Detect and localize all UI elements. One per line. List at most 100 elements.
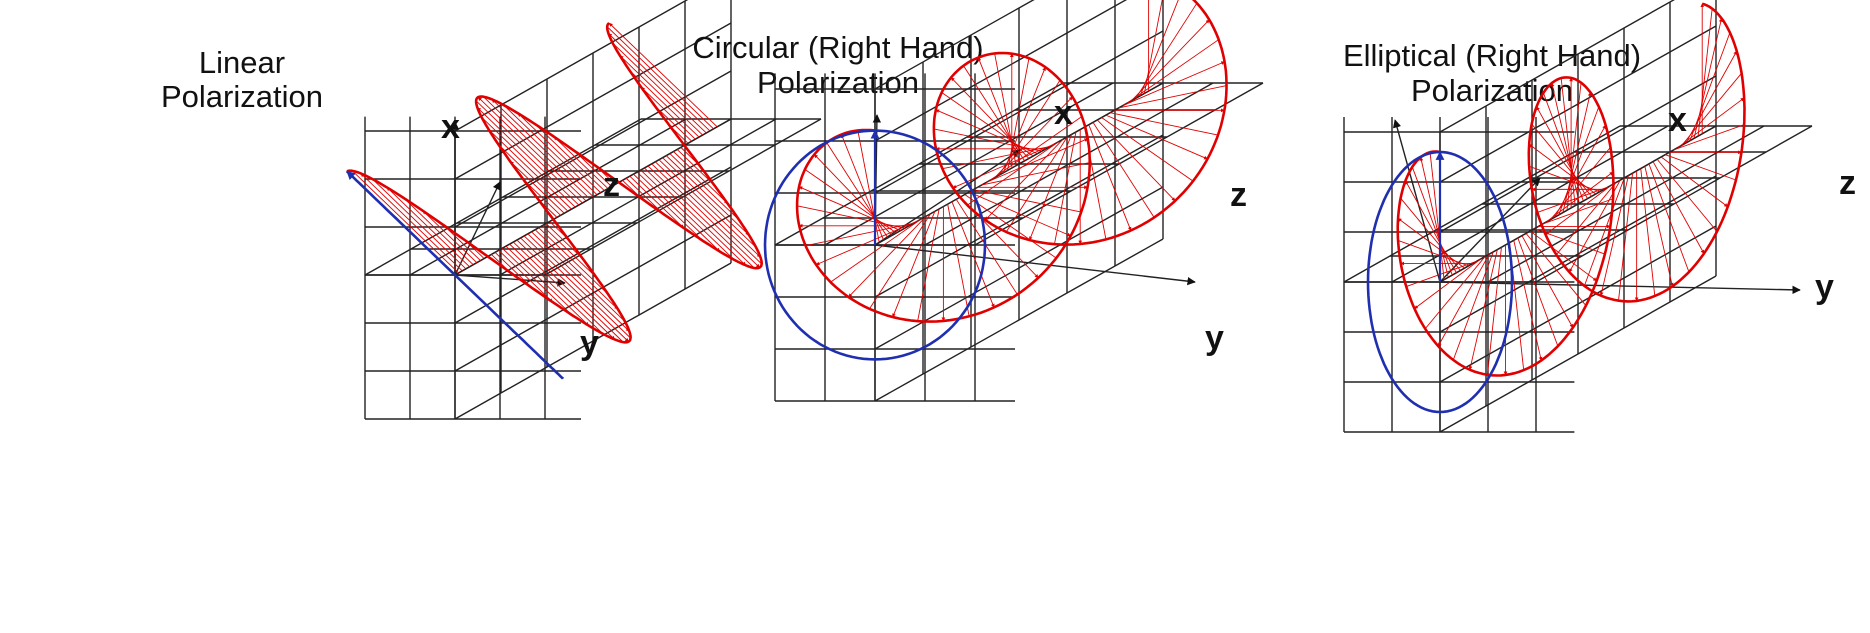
field-vector (1437, 253, 1490, 347)
field-vector (662, 157, 757, 248)
field-vector (534, 229, 619, 310)
field-vector (1550, 82, 1580, 204)
field-vector (1002, 66, 1046, 174)
field-vector (998, 79, 1061, 176)
field-vector (625, 177, 664, 215)
field-vector (503, 104, 598, 196)
field-vector (1537, 186, 1609, 213)
field-vector (372, 178, 467, 270)
field-vector (869, 213, 931, 310)
field-vector (1397, 240, 1469, 267)
z-axis-arrow (1439, 177, 1541, 283)
field-vector (475, 100, 583, 204)
panel-linear: Linear Polarization x z y (161, 0, 822, 420)
field-vector (1084, 127, 1107, 240)
field-vector (1542, 92, 1584, 202)
field-vector (517, 112, 601, 193)
field-vector (964, 194, 1057, 259)
field-vector (813, 154, 893, 236)
field-vector (1648, 163, 1690, 273)
field-vector (443, 224, 481, 261)
field-vector (619, 55, 703, 136)
field-vector (1521, 235, 1574, 328)
x-axis-label: x (441, 108, 460, 146)
field-vector (1640, 168, 1656, 297)
field-vector (676, 149, 715, 186)
field-vector (1400, 197, 1461, 271)
field-vector (641, 86, 696, 140)
field-vector (950, 77, 1030, 159)
field-vector (1135, 2, 1198, 99)
field-vector (840, 134, 884, 241)
field-vector (654, 161, 762, 265)
field-vector (1110, 112, 1219, 136)
field-vector (538, 227, 609, 295)
field-vector (848, 215, 927, 298)
field-vector (830, 218, 923, 283)
field-vector (1088, 124, 1132, 231)
field-vector (815, 220, 918, 266)
field-vector (422, 210, 478, 263)
field-vector (1681, 72, 1742, 146)
field-vector (1096, 119, 1176, 202)
x-axis-label: x (1668, 101, 1687, 139)
field-vector (1101, 117, 1194, 182)
field-vector (935, 109, 1038, 155)
field-vector (1534, 228, 1605, 255)
field-vector (1143, 0, 1163, 94)
field-vector (826, 142, 889, 239)
field-vector (1054, 131, 1077, 245)
z-axis-label: z (603, 166, 620, 204)
field-vector (942, 145, 1051, 170)
field-vector (596, 166, 616, 185)
field-vector-tip-curve (346, 22, 764, 344)
field-vector (1566, 82, 1582, 211)
field-vector (481, 116, 576, 208)
panel-circular: Circular (Right Hand) Polarization x z y (692, 0, 1264, 402)
field-vector (647, 165, 755, 269)
field-vector (984, 138, 1064, 221)
field-vector (1660, 156, 1729, 208)
field-vector (973, 189, 1082, 213)
field-vector (680, 147, 700, 166)
field-vector (636, 171, 721, 252)
field-vector (498, 249, 554, 303)
field-vector (494, 252, 533, 289)
field-vector (990, 116, 1083, 181)
x-axis-arrow (1392, 119, 1441, 283)
field-vector (1139, 0, 1179, 97)
field-vector (512, 241, 616, 340)
field-vector (1405, 180, 1457, 273)
field-vector (1468, 249, 1498, 371)
field-vector (509, 243, 604, 335)
field-vector (1528, 143, 1596, 195)
panel-title-line-1: Linear (199, 45, 285, 80)
field-vector (633, 173, 704, 242)
field-vector (951, 201, 995, 308)
panel-title-line-2: Polarization (161, 79, 323, 114)
field-vector (981, 162, 1090, 186)
field-vector (1414, 258, 1482, 309)
field-vector (1697, 8, 1713, 137)
field-vector (527, 233, 630, 332)
field-vector (1677, 97, 1745, 149)
field-vector (523, 179, 561, 216)
field-vector (1105, 114, 1208, 160)
field-vector (651, 163, 760, 268)
y-axis-arrow (874, 244, 1196, 286)
y-axis-label: y (1815, 268, 1834, 306)
field-vector (612, 42, 707, 134)
field-vector (509, 161, 565, 214)
field-vector (658, 159, 761, 258)
field-vectors (796, 0, 1227, 322)
field-vector (534, 123, 605, 191)
field-vector (917, 208, 940, 322)
field-vector (491, 254, 511, 273)
field-vector (1525, 233, 1587, 306)
field-vector (805, 222, 914, 247)
field-vector (537, 199, 558, 218)
field-vector (1583, 177, 1625, 287)
field-vector (1656, 158, 1718, 232)
field-vector (1673, 124, 1745, 151)
